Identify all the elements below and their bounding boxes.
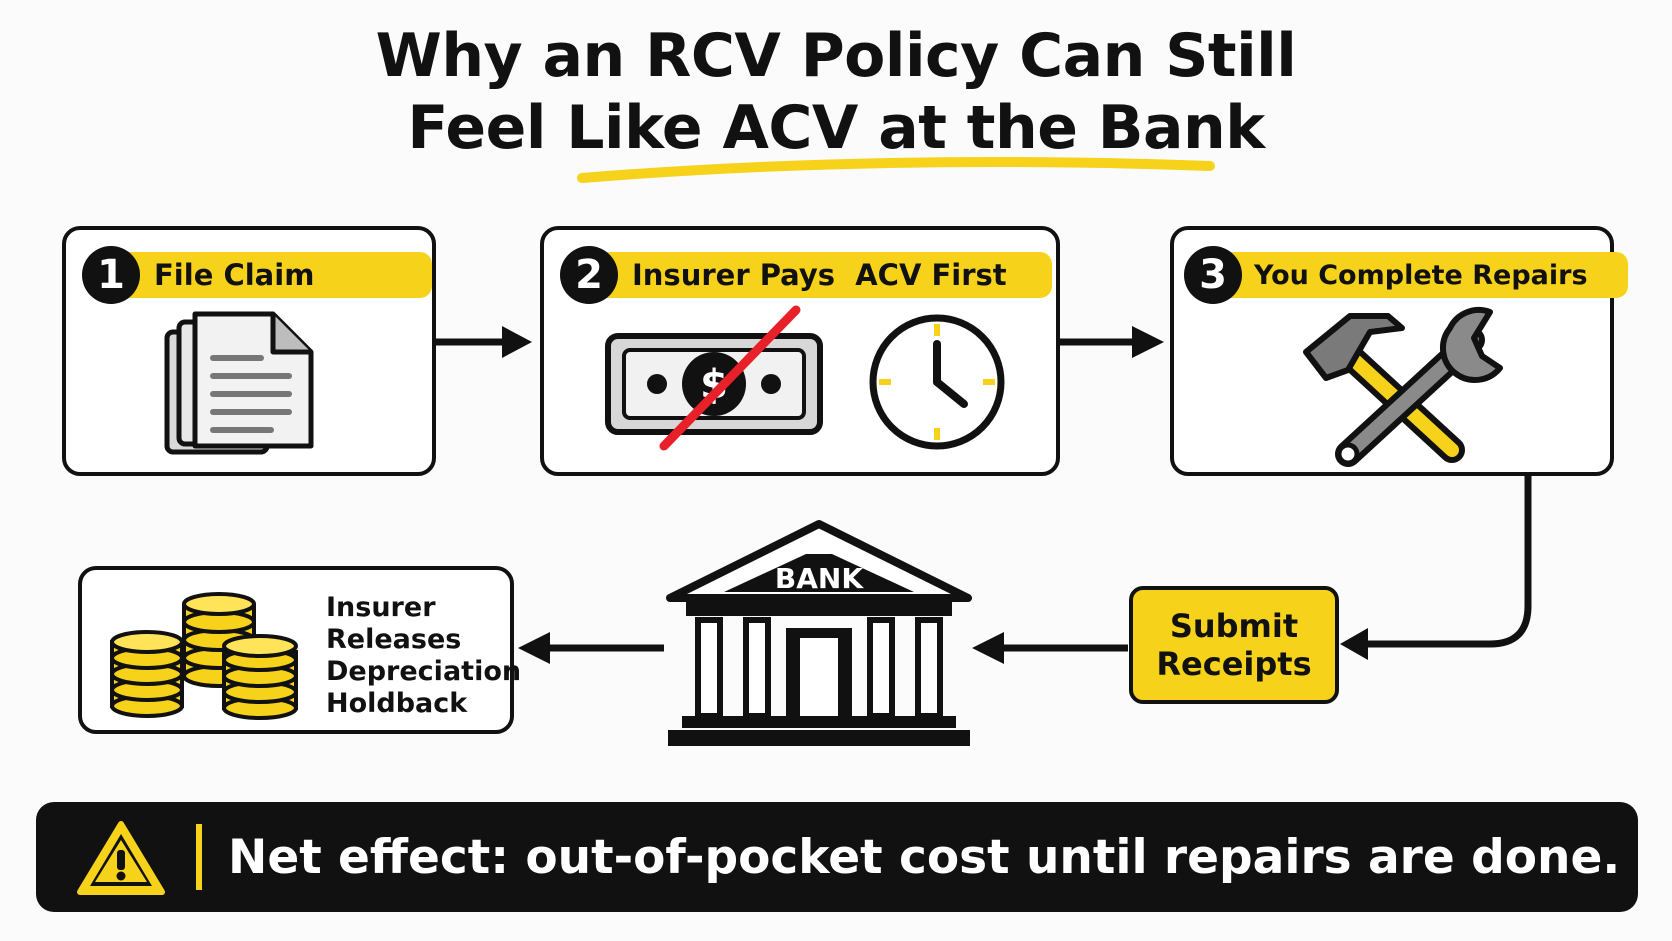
net-effect-banner: Net effect: out-of-pocket cost until rep… (36, 802, 1638, 912)
release-line-2: Releases (326, 624, 462, 655)
step-number: 2 (560, 246, 618, 304)
arrow-icon (972, 632, 1128, 664)
money-bill-icon: $ (605, 305, 823, 451)
wrench-icon (1335, 307, 1503, 467)
warning-icon (77, 821, 165, 895)
banner-divider (196, 824, 202, 890)
step-label: Insurer Pays ACV First (590, 252, 1052, 298)
arrow-icon (436, 326, 532, 358)
arrow-icon (518, 632, 664, 664)
submit-receipts-box: Submit Receipts (1129, 586, 1339, 704)
submit-line-2: Receipts (1156, 645, 1312, 683)
clock-icon (869, 314, 1005, 450)
arrow-icon (1340, 476, 1532, 660)
page-title: Why an RCV Policy Can Still Feel Like AC… (0, 20, 1672, 164)
release-line-1: Insurer (326, 592, 436, 623)
release-text: Insurer Releases Depreciation Holdback (326, 592, 521, 720)
step-number: 3 (1184, 246, 1242, 304)
document-icon (164, 311, 314, 455)
step-label-text: Insurer Pays ACV First (632, 258, 1007, 292)
step-label: You Complete Repairs (1214, 252, 1628, 298)
step-label-text: You Complete Repairs (1254, 259, 1588, 291)
release-holdback-box: Insurer Releases Depreciation Holdback (78, 566, 521, 734)
coin-stack-icon (110, 592, 298, 720)
step-insurer-pays-acv: Insurer Pays ACV First 2 $ (540, 226, 1060, 476)
bank-label: BANK (775, 562, 864, 595)
step-number: 1 (82, 246, 140, 304)
title-line-2: Feel Like ACV at the Bank (407, 93, 1265, 163)
step-label-text: File Claim (154, 258, 315, 292)
release-line-3: Depreciation (326, 656, 522, 687)
arrow-icon (1060, 326, 1164, 358)
title-line-1: Why an RCV Policy Can Still (375, 21, 1297, 91)
release-line-4: Holdback (326, 688, 468, 719)
submit-line-1: Submit (1169, 607, 1299, 645)
banner-text: Net effect: out-of-pocket cost until rep… (228, 829, 1621, 885)
bank-icon: BANK (666, 520, 972, 746)
step-label: File Claim (112, 252, 432, 298)
step-file-claim: File Claim 1 (62, 226, 436, 476)
step-complete-repairs: You Complete Repairs 3 (1170, 226, 1628, 476)
title-underline-stroke (577, 157, 1215, 183)
